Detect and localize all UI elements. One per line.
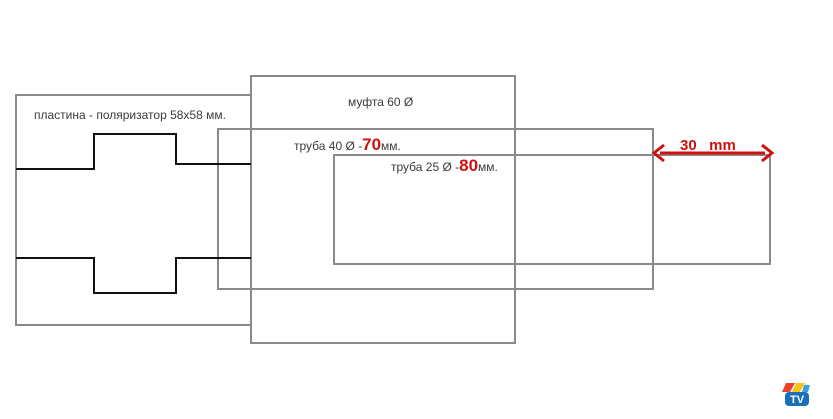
tv-logo-icon: TV [782, 383, 810, 406]
pipe25-unit: мм. [478, 160, 498, 174]
polarizer-profile-top [16, 133, 251, 170]
tv-logo: TV [782, 383, 810, 407]
plate-outline [15, 94, 252, 326]
pipe25-label: труба 25 Ø -80мм. [391, 156, 498, 175]
pipe40-prefix: труба 40 Ø - [294, 139, 363, 153]
pipe40-unit: мм. [381, 139, 401, 153]
pipe25-prefix: труба 25 Ø - [391, 160, 460, 174]
dimension-arrow-left-head [651, 143, 665, 163]
pipe25-length: 80 [459, 156, 479, 175]
pipe40-length: 70 [362, 135, 382, 154]
polarizer-profile-bottom [16, 257, 251, 294]
dimension-label: 30 mm [680, 137, 736, 154]
coupling-label: муфта 60 Ø [348, 95, 414, 109]
coupling-outline [250, 75, 516, 344]
pipe40-label: труба 40 Ø -70мм. [294, 135, 401, 154]
pipe25-outline [333, 154, 771, 265]
dimension-arrow-right-head [761, 143, 775, 163]
plate-label: пластина - поляризатор 58х58 мм. [34, 108, 226, 122]
pipe40-outline [217, 128, 654, 290]
tv-logo-text: TV [790, 394, 805, 406]
